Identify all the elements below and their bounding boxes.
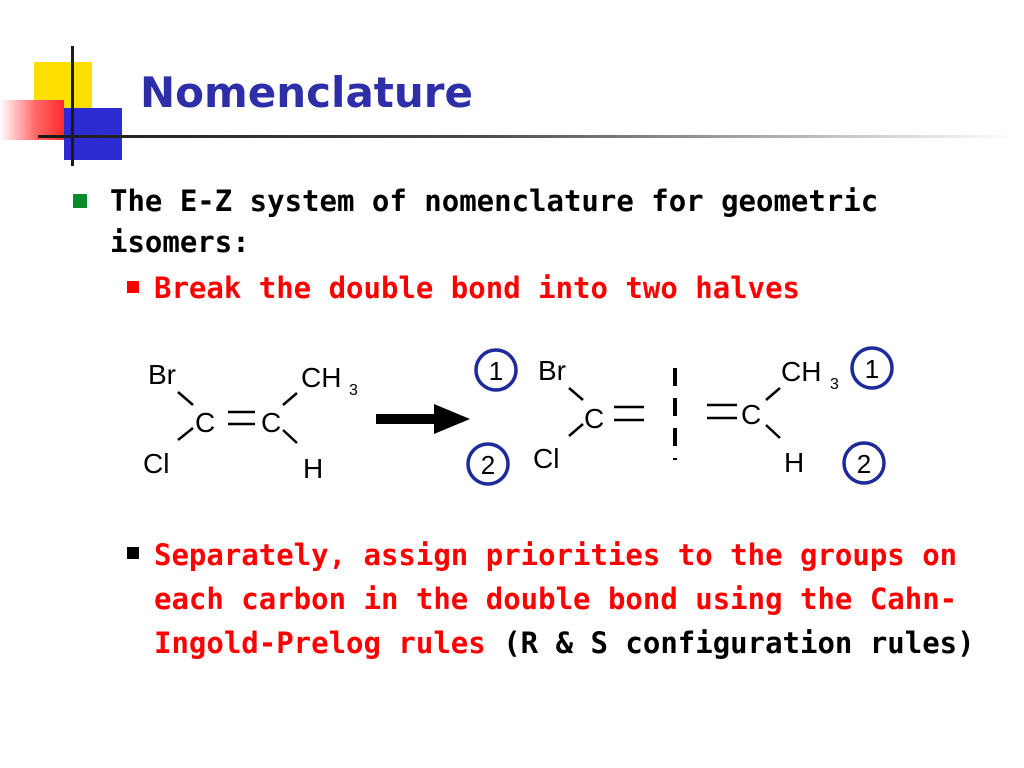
bullet-ez-system: The E-Z system of nomenclature for geome…	[110, 184, 879, 259]
arrow-shaft	[376, 414, 438, 424]
bond-cl-c	[177, 427, 194, 441]
priority-circle-right-top	[850, 346, 894, 390]
priority-circle-left-top	[474, 348, 518, 392]
right-bond-h	[765, 424, 781, 439]
label-h: H	[303, 453, 323, 484]
right-label-h: H	[784, 447, 804, 478]
arrow-head	[434, 404, 470, 434]
priority-left-2: 2	[481, 450, 495, 480]
bond-c-h	[282, 429, 298, 444]
priority-right-1: 1	[865, 354, 879, 384]
right-bond-ch3	[765, 387, 781, 401]
priority-circle-right-bottom	[842, 441, 886, 485]
right-half: C CH 3 H 1 2	[707, 346, 894, 485]
sub-bullet-break-bond: Break the double bond into two halves	[154, 271, 801, 305]
title-decoration-vertical-line	[71, 46, 74, 166]
bullet-square-icon	[73, 194, 87, 208]
sub-bullet-assign-priorities: Separately, assign priorities to the gro…	[154, 533, 1014, 665]
left-bond-br	[568, 387, 584, 401]
title-decoration-red-bar	[0, 100, 64, 140]
label-carbon-1: C	[195, 407, 215, 438]
bond-br-c	[177, 391, 194, 406]
left-bond-cl	[568, 423, 584, 437]
label-br: Br	[148, 359, 176, 390]
left-label-cl: Cl	[533, 443, 559, 474]
left-half: 1 2 Br Cl C	[466, 348, 644, 486]
left-label-carbon: C	[584, 403, 604, 434]
right-label-subscript-3: 3	[830, 376, 839, 393]
priority-circle-left-bottom	[466, 442, 510, 486]
left-half-bonds	[568, 387, 644, 437]
bond-c-ch3	[282, 392, 298, 406]
sub-bullet-square-icon	[127, 281, 139, 293]
right-label-carbon: C	[741, 399, 761, 430]
right-half-bonds	[707, 387, 781, 439]
sub-bullet-square-icon	[127, 547, 139, 559]
left-label-br: Br	[538, 355, 566, 386]
priorities-text: Separately, assign priorities to the gro…	[154, 538, 958, 660]
molecule-bonds	[177, 391, 298, 444]
molecule-structure: Br Cl C C CH 3 H	[143, 359, 358, 484]
label-subscript-3: 3	[349, 382, 358, 399]
priority-left-1: 1	[489, 356, 503, 386]
label-cl: Cl	[143, 448, 169, 479]
configuration-rules-text: (R & S configuration rules)	[485, 626, 975, 660]
slide-title: Nomenclature	[140, 68, 473, 117]
priority-right-2: 2	[857, 449, 871, 479]
right-label-ch: CH	[781, 356, 821, 387]
label-ch: CH	[301, 362, 341, 393]
label-carbon-2: C	[261, 407, 281, 438]
title-underline	[38, 135, 1018, 138]
right-arrow-icon	[376, 404, 470, 434]
